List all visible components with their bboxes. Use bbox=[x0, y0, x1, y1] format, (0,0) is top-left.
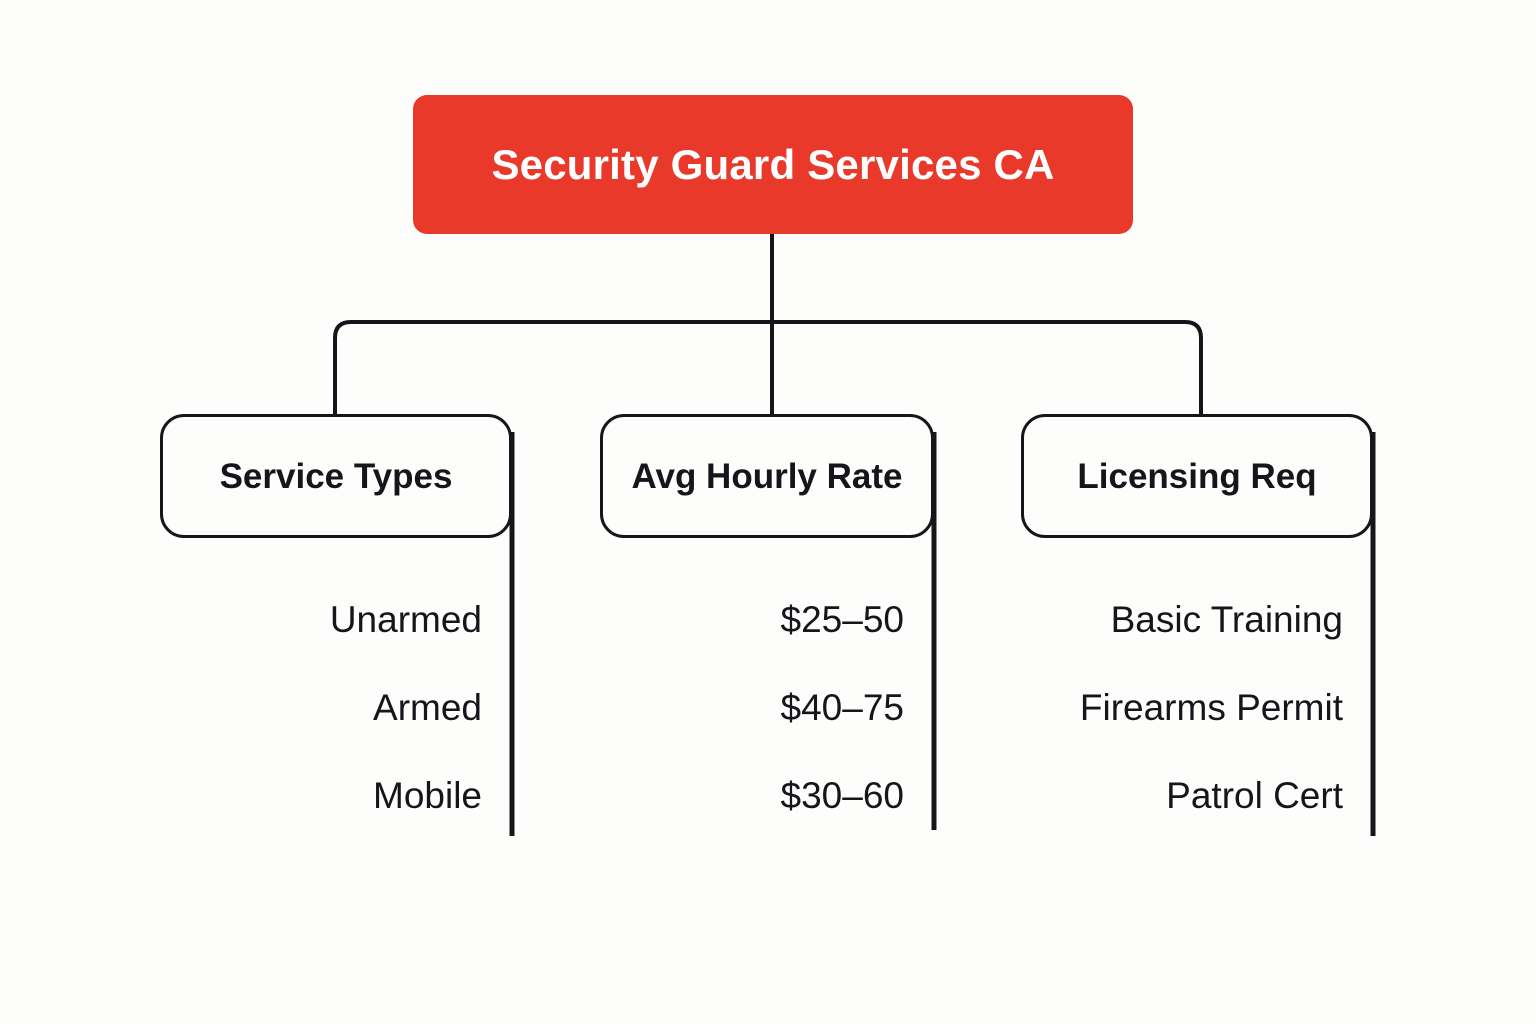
root-node-label: Security Guard Services CA bbox=[491, 140, 1055, 188]
leaf-item: $25–50 bbox=[780, 598, 904, 640]
branch-node-label: Licensing Req bbox=[1077, 456, 1317, 496]
leaf-item: Mobile bbox=[373, 774, 482, 816]
branch-node-avg-hourly-rate[interactable]: Avg Hourly Rate bbox=[600, 414, 934, 538]
leaf-column-service-types: Unarmed Armed Mobile bbox=[122, 575, 512, 839]
branch-node-service-types[interactable]: Service Types bbox=[160, 414, 512, 538]
leaf-item: Firearms Permit bbox=[1079, 686, 1343, 728]
leaf-item: Armed bbox=[373, 686, 482, 728]
connector-bus bbox=[333, 320, 1203, 414]
branch-node-label: Avg Hourly Rate bbox=[631, 456, 903, 496]
leaf-item: Unarmed bbox=[329, 598, 482, 640]
branch-node-licensing-req[interactable]: Licensing Req bbox=[1021, 414, 1373, 538]
leaf-column-licensing-req: Basic Training Firearms Permit Patrol Ce… bbox=[983, 575, 1373, 839]
leaf-column-avg-hourly-rate: $25–50 $40–75 $30–60 bbox=[564, 575, 934, 839]
leaf-item: $30–60 bbox=[780, 774, 904, 816]
leaf-item: $40–75 bbox=[780, 686, 904, 728]
leaf-item: Patrol Cert bbox=[1166, 774, 1343, 816]
branch-node-label: Service Types bbox=[219, 456, 453, 496]
root-node[interactable]: Security Guard Services CA bbox=[413, 95, 1133, 234]
leaf-item: Basic Training bbox=[1110, 598, 1343, 640]
